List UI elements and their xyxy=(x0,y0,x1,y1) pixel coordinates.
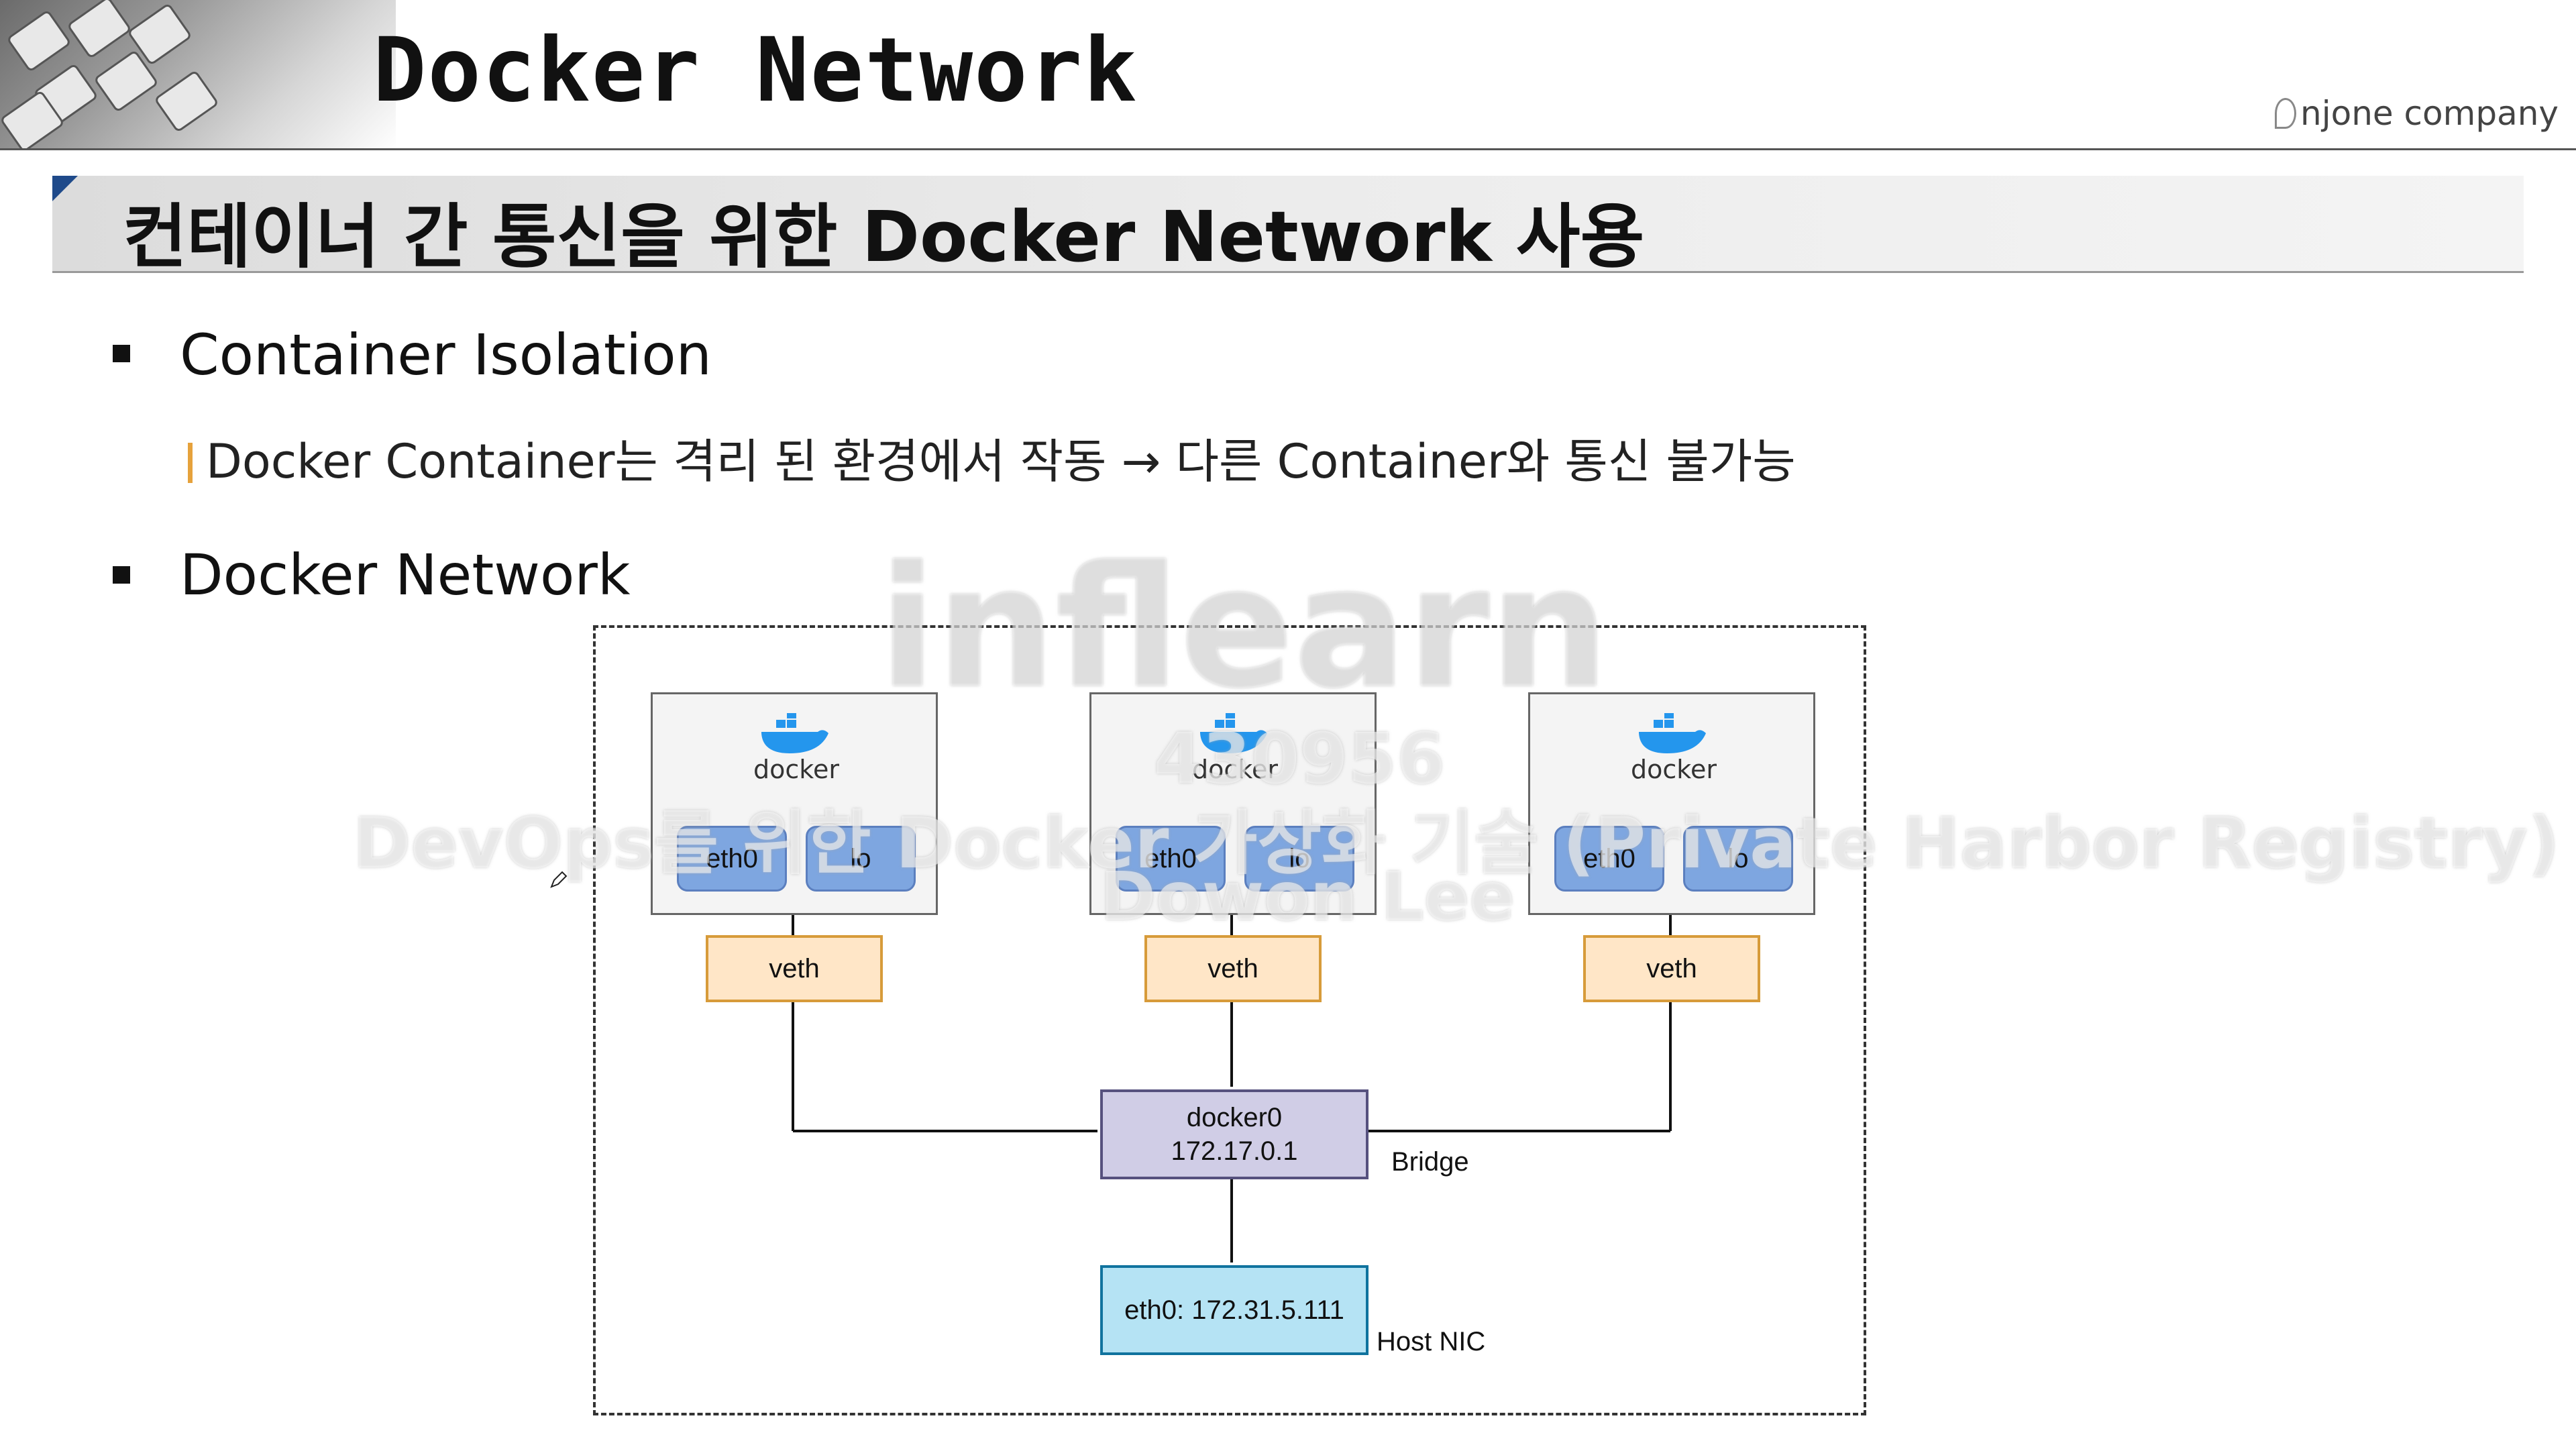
inflearn-watermark-logo: inflearn xyxy=(879,530,1609,725)
container-box: docker eth0 lo xyxy=(1089,692,1377,915)
sub-text: Docker Container는 격리 된 환경에서 작동 → 다른 Cont… xyxy=(206,434,1796,489)
leaf-icon xyxy=(2275,98,2297,129)
docker-whale-icon xyxy=(761,713,828,753)
diagram-connectors xyxy=(792,912,1672,1263)
bridge-name: docker0 xyxy=(1186,1103,1283,1132)
docker-logo-text: docker xyxy=(1631,755,1717,784)
section-bar: 컨테이너 간 통신을 위한 Docker Network 사용 xyxy=(52,176,2524,278)
host-nic-box: eth0: 172.31.5.111 xyxy=(1100,1265,1368,1355)
section-corner-accent xyxy=(52,176,78,201)
bullet-container-isolation: Container Isolation xyxy=(180,322,712,388)
lo-interface: lo xyxy=(1683,826,1793,892)
container-box: docker eth0 lo xyxy=(651,692,938,915)
header-keyboard-image xyxy=(0,0,396,149)
watermark-author: Dowon Lee xyxy=(1100,857,1515,936)
watermark-id: 430956 xyxy=(1154,718,1446,800)
host-nic-label: Host NIC xyxy=(1377,1327,1486,1356)
brand-name: njone company xyxy=(2300,94,2559,133)
docker-logo-text: docker xyxy=(1192,755,1278,784)
docker0-bridge: docker0 172.17.0.1 xyxy=(1100,1089,1368,1179)
watermark-course: DevOps를 위한 Docker 가상화 기술 (Private Harbor… xyxy=(353,802,2560,884)
bullet-square-icon xyxy=(113,345,130,362)
docker-network-diagram: docker eth0 lo veth docker eth0 lo veth … xyxy=(593,625,1866,1415)
bullet-square-icon xyxy=(113,566,130,584)
sub-bar-icon xyxy=(188,443,193,483)
bridge-ip: 172.17.0.1 xyxy=(1171,1136,1298,1166)
slide-title: Docker Network xyxy=(373,19,1138,122)
eth0-interface: eth0 xyxy=(677,826,787,892)
pen-cursor-icon xyxy=(550,871,568,888)
eth0-interface: eth0 xyxy=(1554,826,1664,892)
veth-box: veth xyxy=(1583,935,1760,1002)
bullet-sub-text: Docker Container는 격리 된 환경에서 작동 → 다른 Cont… xyxy=(188,424,1796,492)
veth-box: veth xyxy=(1144,935,1322,1002)
bullet-docker-network: Docker Network xyxy=(180,542,631,608)
bridge-label: Bridge xyxy=(1391,1147,1469,1177)
section-title: 컨테이너 간 통신을 위한 Docker Network 사용 xyxy=(123,196,1645,278)
lo-interface: lo xyxy=(806,826,916,892)
veth-box: veth xyxy=(706,935,883,1002)
header-divider xyxy=(0,148,2576,150)
docker-logo-text: docker xyxy=(753,755,839,784)
docker-whale-icon xyxy=(1639,713,1706,753)
docker-whale-icon xyxy=(1200,713,1267,753)
brand-logo: njone company xyxy=(2275,94,2559,133)
eth0-interface: eth0 xyxy=(1116,826,1226,892)
container-box: docker eth0 lo xyxy=(1528,692,1815,915)
lo-interface: lo xyxy=(1244,826,1354,892)
